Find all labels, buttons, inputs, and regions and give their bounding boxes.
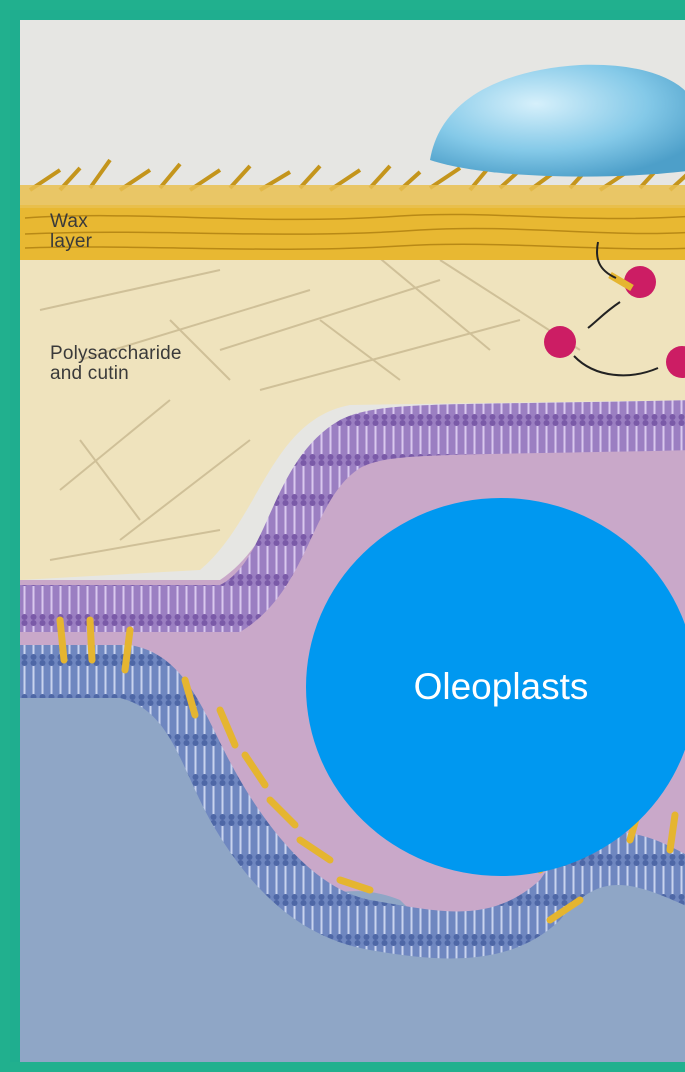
oleoplasts-circle[interactable] [306,498,685,876]
overlay-layer [10,10,685,1072]
